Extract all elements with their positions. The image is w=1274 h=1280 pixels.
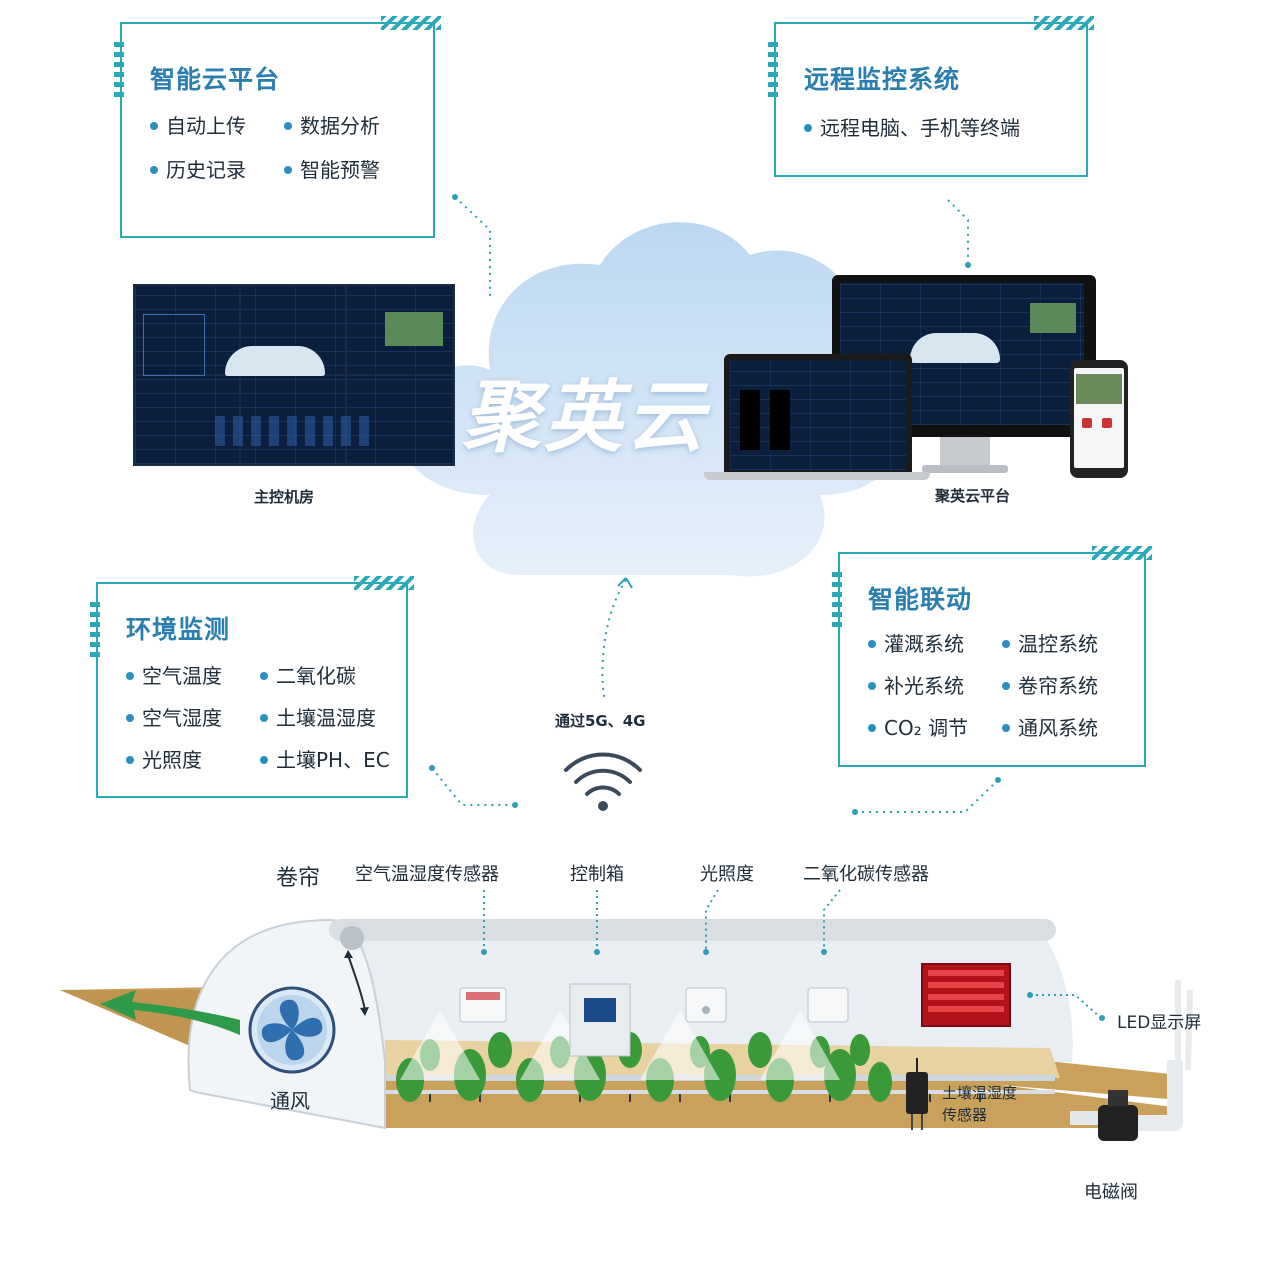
monitor-base	[922, 465, 1008, 473]
led-display-label: LED显示屏	[1117, 1013, 1202, 1033]
list-item: 灌溉系统	[868, 628, 964, 657]
main-control-video-wall	[133, 284, 455, 466]
panel-stripe-decoration	[114, 42, 124, 102]
panel-corner-decoration	[1034, 16, 1094, 30]
list-item: 光照度	[126, 744, 202, 773]
env-monitor-panel: 环境监测 空气温度 二氧化碳 空气湿度 土壤温湿度 光照度 土壤PH、EC	[90, 576, 414, 798]
greenhouse-scene	[60, 889, 1193, 1141]
list-item: 数据分析	[284, 110, 380, 139]
panel-corner-decoration	[1092, 546, 1152, 560]
monitor-stand	[940, 437, 990, 467]
wifi-icon	[564, 752, 642, 811]
vent-arrow	[100, 990, 240, 1035]
panel-title: 远程监控系统	[804, 65, 961, 94]
network-caption: 通过5G、4G	[555, 712, 646, 730]
platform-caption: 聚英云平台	[935, 487, 1011, 505]
solenoid-valve-label: 电磁阀	[1084, 1182, 1138, 1203]
list-item: 空气温度	[126, 660, 222, 689]
list-item: 土壤温湿度	[260, 702, 376, 731]
cloud-brand-text: 聚英云	[462, 373, 709, 463]
list-item: 智能预警	[284, 154, 380, 183]
laptop	[724, 354, 912, 474]
list-item: 空气湿度	[126, 702, 222, 731]
panel-stripe-decoration	[90, 602, 100, 662]
list-item: 温控系统	[1002, 628, 1098, 657]
smartphone	[1070, 360, 1128, 478]
smart-link-panel: 智能联动 灌溉系统 温控系统 补光系统 卷帘系统 CO₂ 调节 通风系统	[832, 546, 1152, 767]
panel-corner-decoration	[381, 16, 441, 30]
control-box-label: 控制箱	[570, 864, 624, 885]
light-sensor-label: 光照度	[700, 864, 754, 885]
remote-monitor-panel: 远程监控系统 远程电脑、手机等终端	[768, 16, 1094, 177]
list-item: 通风系统	[1002, 712, 1098, 741]
cloud-graphic	[398, 222, 915, 577]
air-sensor-label: 空气温湿度传感器	[355, 864, 499, 885]
list-item: 远程电脑、手机等终端	[804, 112, 1020, 141]
main-control-caption: 主控机房	[254, 488, 315, 506]
panel-title: 智能联动	[868, 585, 973, 614]
laptop-base	[704, 472, 930, 480]
panel-title: 智能云平台	[150, 65, 281, 94]
list-item: 历史记录	[150, 154, 246, 183]
list-item: CO₂ 调节	[868, 712, 968, 741]
list-item: 补光系统	[868, 670, 964, 699]
panel-stripe-decoration	[768, 42, 778, 102]
panel-stripe-decoration	[832, 572, 842, 632]
list-item: 自动上传	[150, 110, 246, 139]
panel-corner-decoration	[354, 576, 414, 590]
soil-sensor-label: 土壤温湿度	[942, 1084, 1018, 1102]
soil-sensor-label-2: 传感器	[942, 1106, 988, 1124]
cloud-platform-panel: 智能云平台 自动上传 数据分析 历史记录 智能预警	[114, 16, 441, 238]
vent-label: 通风	[270, 1089, 310, 1113]
list-item: 二氧化碳	[260, 660, 356, 689]
panel-title: 环境监测	[126, 615, 231, 644]
co2-sensor-label: 二氧化碳传感器	[803, 864, 929, 885]
list-item: 土壤PH、EC	[260, 744, 390, 773]
list-item: 卷帘系统	[1002, 670, 1098, 699]
curtain-label: 卷帘	[276, 866, 321, 891]
